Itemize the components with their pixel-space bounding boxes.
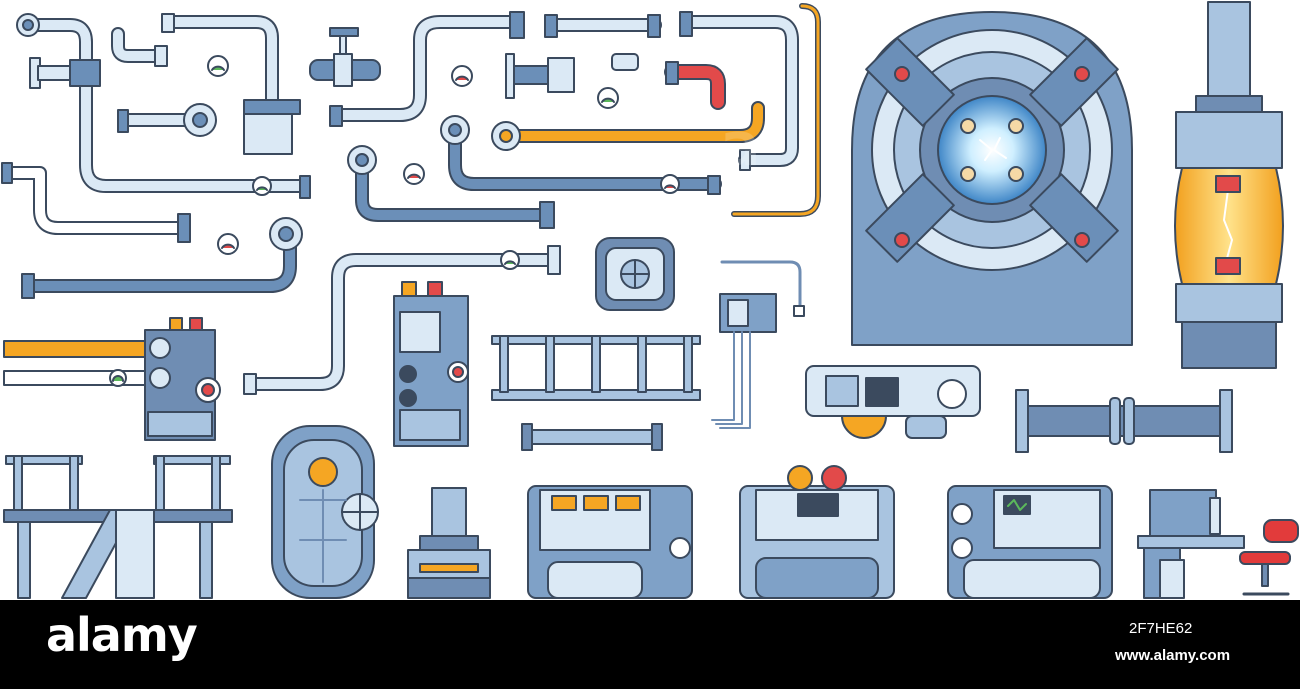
round-portal-generator <box>851 11 1133 346</box>
image-id: 2F7HE62 <box>1129 620 1193 637</box>
control-console-2 <box>739 465 895 599</box>
alamy-logo: alamy <box>46 608 198 662</box>
tesla-lamp <box>1174 1 1284 369</box>
valves <box>1 11 751 395</box>
vault-door <box>271 425 379 599</box>
steampunk-machinery-illustration <box>1 1 1299 599</box>
ceiling-lamp <box>407 487 491 599</box>
small-hatch <box>595 237 675 311</box>
stair-platform <box>3 455 233 599</box>
control-box-left <box>3 317 221 441</box>
computer-desk-with-chair <box>1137 489 1299 599</box>
control-console-3 <box>947 485 1113 599</box>
railing-platform <box>491 335 701 451</box>
watermark-overlay: a <box>720 110 761 180</box>
site-url: www.alamy.com <box>1115 647 1231 664</box>
control-panel-wall <box>805 365 981 439</box>
illustration-canvas: a <box>0 0 1300 600</box>
electrical-cabinet <box>393 281 469 447</box>
pressure-gauges <box>207 55 680 270</box>
control-console-1 <box>527 485 693 599</box>
flange-pipe-segment <box>1015 389 1233 453</box>
pipe-network <box>1 3 821 391</box>
watermark-bar: alamy 2F7HE62 www.alamy.com <box>0 600 1300 689</box>
wire-junction-box <box>711 260 805 429</box>
